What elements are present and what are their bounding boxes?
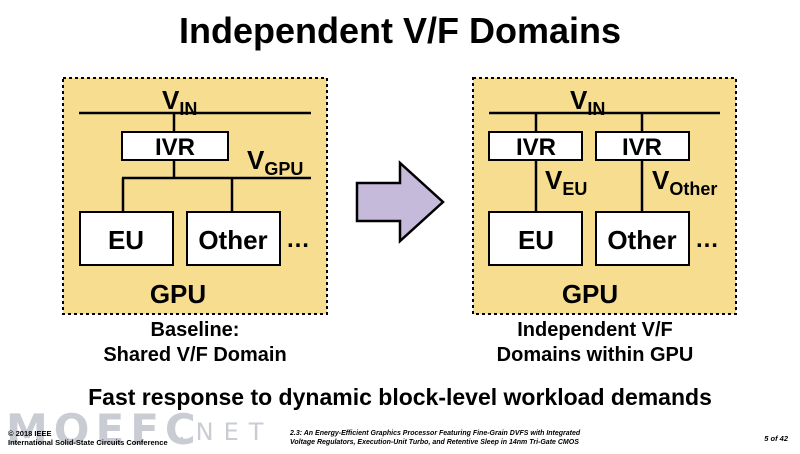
right-caption-line1: Independent V/F <box>517 319 673 341</box>
footer-copyright: © 2018 IEEE International Solid-State Ci… <box>8 429 168 447</box>
right-other-label: Other <box>607 225 676 255</box>
footer-paper-title-line2: Voltage Regulators, Execution-Unit Turbo… <box>290 439 579 446</box>
right-eu-label: EU <box>518 225 554 255</box>
footer-paper-title-line1: 2.3: An Energy-Efficient Graphics Proces… <box>290 430 581 437</box>
footer-paper-title: 2.3: An Energy-Efficient Graphics Proces… <box>290 429 620 447</box>
left-other-box <box>186 211 281 266</box>
footer-copyright-line1: © 2018 IEEE <box>8 429 52 438</box>
right-gpu-box <box>472 77 737 315</box>
slide-title: Independent V/F Domains <box>178 10 622 51</box>
left-vgpu-label: VGPU <box>247 145 303 179</box>
left-gpu-label: GPU <box>150 279 206 309</box>
right-other-box <box>595 211 690 266</box>
right-vother-label: VOther <box>652 165 717 199</box>
footer-copyright-line2: International Solid-State Circuits Confe… <box>8 438 168 447</box>
right-ivr2-box <box>595 131 690 161</box>
right-ivr1-label: IVR <box>516 134 556 161</box>
left-ivr-label: IVR <box>155 134 195 161</box>
right-arrow-icon <box>355 160 445 244</box>
left-ellipsis: … <box>286 226 310 253</box>
left-caption-line1: Baseline: <box>150 319 240 341</box>
right-caption-line2: Domains within GPU <box>496 344 694 366</box>
right-caption: Independent V/F Domains within GPU <box>470 318 720 368</box>
left-eu-box <box>79 211 174 266</box>
right-eu-box <box>488 211 583 266</box>
right-gpu-domain: VIN IVR IVR VEU VOther EU Other … GPU <box>472 77 737 315</box>
slide-subtitle: Fast response to dynamic block-level wor… <box>88 384 712 410</box>
right-gpu-label: GPU <box>562 279 618 309</box>
left-gpu-domain: VIN IVR VGPU EU Other … GPU <box>62 77 328 315</box>
watermark-net: .NET <box>178 418 274 446</box>
left-caption-line2: Shared V/F Domain <box>103 344 287 366</box>
left-caption: Baseline: Shared V/F Domain <box>70 318 320 368</box>
left-other-label: Other <box>198 225 267 255</box>
watermark-logo: MOEFC <box>6 405 202 454</box>
right-ivr2-label: IVR <box>622 134 662 161</box>
left-eu-label: EU <box>108 225 144 255</box>
left-gpu-box <box>62 77 328 315</box>
footer-page-number: 5 of 42 <box>764 434 788 443</box>
right-ellipsis: … <box>695 226 719 253</box>
right-veu-label: VEU <box>545 165 587 199</box>
